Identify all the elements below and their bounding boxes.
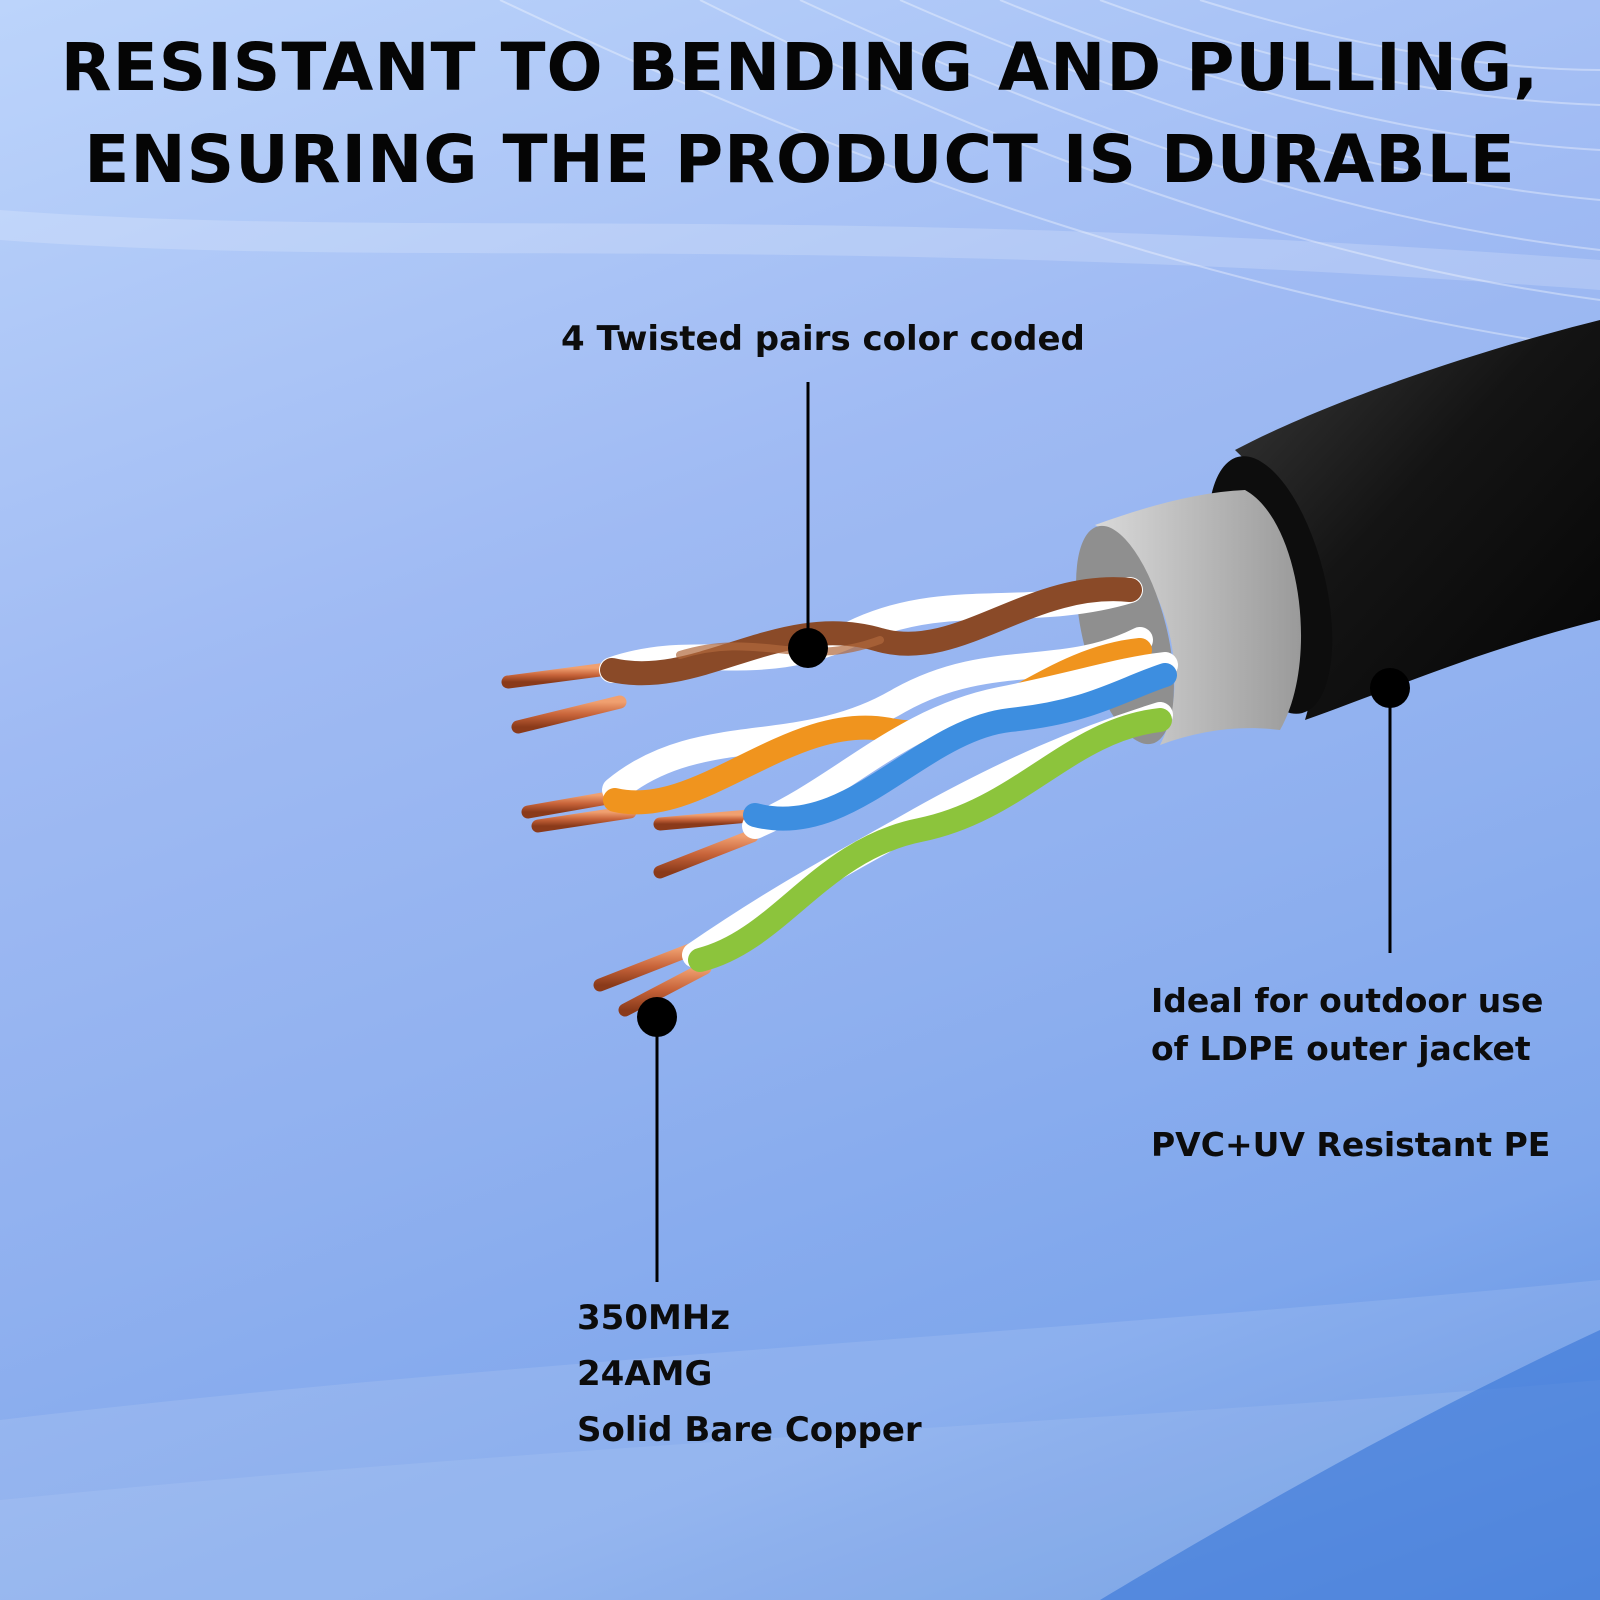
callout-frequency: 350MHz [577, 1298, 731, 1338]
headline-line-2: ENSURING THE PRODUCT IS DURABLE [84, 121, 1516, 198]
green-pair [682, 702, 1173, 972]
inner-sheath [1095, 490, 1302, 745]
callout-outdoor-use: Ideal for outdoor use [1151, 981, 1544, 1020]
callout-pvc-uv: PVC+UV Resistant PE [1151, 1125, 1551, 1164]
brown-pair [599, 577, 1143, 686]
callout-dot-jacket [1370, 668, 1410, 708]
headline-line-1: RESISTANT TO BENDING AND PULLING, [60, 29, 1540, 106]
callout-ldpe-jacket: of LDPE outer jacket [1151, 1029, 1531, 1068]
callout-dot-pairs [788, 628, 828, 668]
blue-pair [742, 652, 1178, 839]
callout-conductor: Solid Bare Copper [577, 1410, 922, 1450]
callout-dot-copper [637, 997, 677, 1037]
callout-wire-gauge: 24AMG [577, 1354, 713, 1394]
callout-twisted-pairs: 4 Twisted pairs color coded [561, 319, 1085, 359]
